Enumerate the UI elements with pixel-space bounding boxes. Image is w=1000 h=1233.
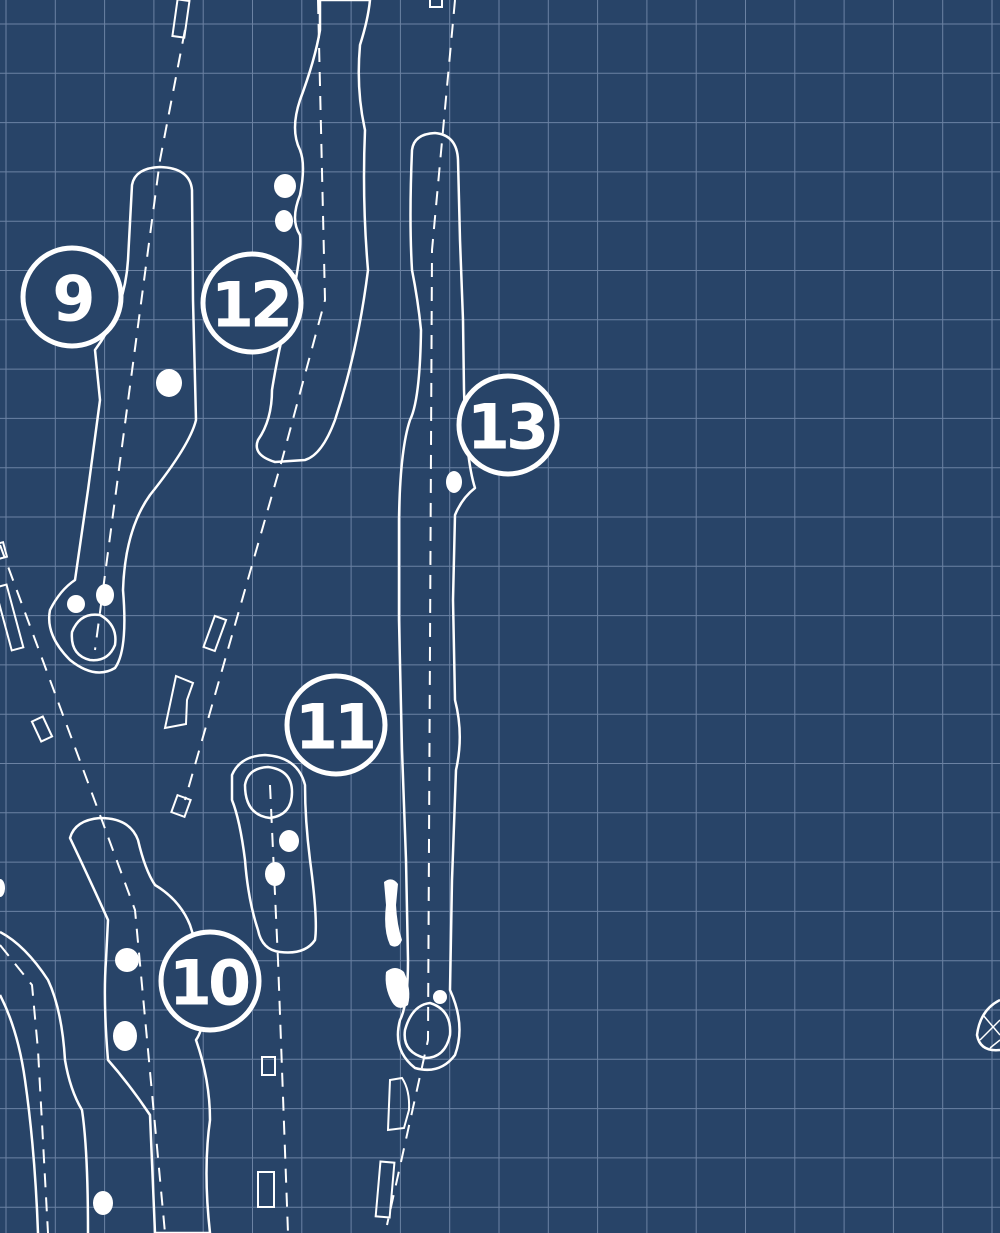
hole-number: 11 [295, 691, 373, 764]
play-line-left [0, 944, 49, 1233]
play-line-hole-10 [0, 544, 166, 1233]
hole-badge-9[interactable]: 9 [20, 245, 124, 349]
hole-number: 10 [169, 947, 249, 1020]
green-hole-13 [403, 1001, 452, 1060]
fairway-hole-12 [255, 0, 372, 464]
fairway-left-edge [0, 930, 90, 1233]
fairway-hole-10 [68, 816, 212, 1233]
hole-number: 12 [211, 269, 289, 342]
hole-badge-12[interactable]: 12 [200, 251, 304, 355]
fairway-hole-13 [396, 131, 477, 1072]
hole-number: 9 [52, 263, 92, 336]
fairway-hole-11 [230, 753, 318, 954]
play-line-hole-12 [184, 0, 327, 801]
fairway-hole-9 [47, 165, 198, 674]
tee-boxes [0, 0, 443, 1219]
hole-badge-10[interactable]: 10 [158, 929, 262, 1033]
hole-number: 13 [467, 391, 545, 464]
hole-badge-11[interactable]: 11 [284, 673, 388, 777]
green-hole-11 [243, 765, 294, 820]
play-line-hole-11 [269, 784, 289, 1233]
hole-badge-13[interactable]: 13 [456, 373, 560, 477]
play-line-hole-13 [386, 0, 456, 1226]
green-hole-9 [70, 613, 117, 662]
green-hatching [979, 1014, 1000, 1049]
play-line-hole-9 [94, 29, 186, 651]
green-hole-right-edge [975, 998, 1000, 1052]
bunkers [0, 174, 462, 1215]
